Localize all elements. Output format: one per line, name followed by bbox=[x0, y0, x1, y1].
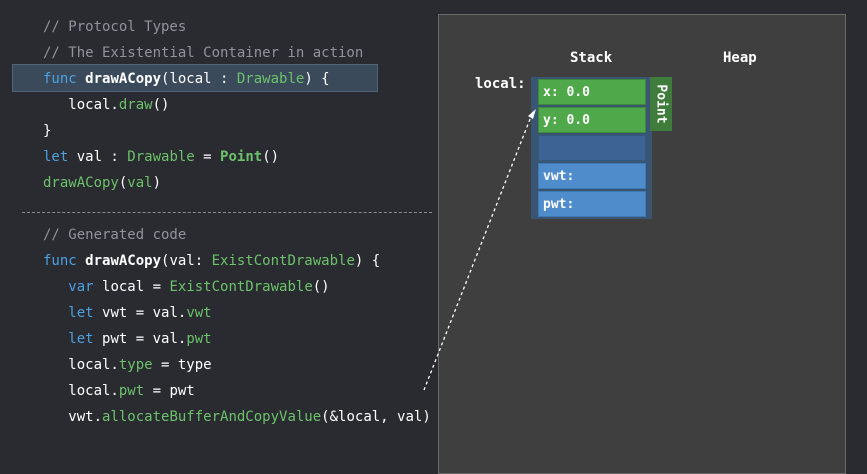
code-token: ExistContDrawable bbox=[211, 253, 355, 269]
code-token: = type bbox=[152, 357, 212, 373]
code-token: ( bbox=[118, 175, 128, 191]
code-line: func drawACopy(val: ExistContDrawable) { bbox=[43, 248, 380, 274]
code-line: local.type = type bbox=[43, 352, 212, 378]
x-cell: x: 0.0 bbox=[538, 79, 646, 105]
code-line: let val : Drawable = Point() bbox=[43, 144, 279, 170]
code-line: let pwt = val.pwt bbox=[43, 326, 212, 352]
code-token: var bbox=[43, 279, 103, 295]
code-line: func drawACopy(local : Drawable) { bbox=[43, 66, 330, 92]
code-line: drawACopy(val) bbox=[43, 170, 161, 196]
copy-arrow-line bbox=[423, 113, 533, 391]
code-token: local. bbox=[43, 97, 119, 113]
code-token: drawACopy bbox=[85, 71, 162, 87]
code-token: // The Existential Container in action bbox=[43, 45, 364, 61]
code-token: vwt. bbox=[43, 409, 103, 425]
code-token: Drawable bbox=[127, 149, 195, 165]
code-token: ) { bbox=[304, 71, 330, 87]
code-token: val bbox=[127, 175, 153, 191]
code-token: () bbox=[152, 97, 170, 113]
code-token: // Protocol Types bbox=[43, 19, 187, 35]
code-token: val : bbox=[76, 149, 128, 165]
code-token: drawACopy bbox=[85, 253, 162, 269]
code-token: func bbox=[43, 253, 86, 269]
code-token: vwt bbox=[186, 305, 212, 321]
code-token: let bbox=[43, 305, 103, 321]
code-token: func bbox=[43, 71, 86, 87]
code-token: (local : bbox=[161, 71, 237, 87]
code-line: let vwt = val.vwt bbox=[43, 300, 212, 326]
y-cell: y: 0.0 bbox=[538, 107, 646, 133]
code-token: ) bbox=[152, 175, 162, 191]
pwt-cell: pwt: bbox=[538, 191, 646, 217]
code-token: // Generated code bbox=[43, 227, 187, 243]
code-line: // The Existential Container in action bbox=[43, 40, 363, 66]
code-token: () bbox=[312, 279, 330, 295]
code-line: local.pwt = pwt bbox=[43, 378, 195, 404]
code-line: var local = ExistContDrawable() bbox=[43, 274, 330, 300]
heap-label: Heap bbox=[723, 50, 757, 66]
code-token: let bbox=[43, 149, 77, 165]
code-token: Drawable bbox=[236, 71, 305, 87]
copy-arrow-head bbox=[528, 109, 536, 119]
code-token: pwt bbox=[186, 331, 212, 347]
code-token: draw bbox=[118, 97, 153, 113]
vwt-cell: vwt: bbox=[538, 163, 646, 189]
code-token: let bbox=[43, 331, 103, 347]
code-token: ) { bbox=[354, 253, 381, 269]
code-line: // Protocol Types bbox=[43, 14, 186, 40]
code-token: local. bbox=[43, 383, 119, 399]
stack-label: Stack bbox=[570, 50, 613, 66]
code-token: (&local, val) bbox=[321, 409, 431, 425]
point-tag: Point bbox=[650, 77, 672, 131]
code-token: = bbox=[194, 149, 221, 165]
code-token: pwt = val. bbox=[102, 331, 187, 347]
code-token: (val: bbox=[161, 253, 212, 269]
local-label: local: bbox=[475, 76, 526, 92]
code-line: } bbox=[43, 118, 51, 144]
code-line: local.draw() bbox=[43, 92, 169, 118]
code-token: ExistContDrawable bbox=[169, 279, 313, 295]
empty-cell bbox=[538, 135, 646, 161]
code-token: drawACopy bbox=[43, 175, 119, 191]
code-line: // Generated code bbox=[43, 222, 186, 248]
current-line-highlight bbox=[12, 64, 378, 92]
code-token: () bbox=[262, 149, 280, 165]
code-token: type bbox=[118, 357, 153, 373]
code-line: vwt.allocateBufferAndCopyValue(&local, v… bbox=[43, 404, 431, 430]
code-token: } bbox=[43, 123, 52, 139]
code-token: vwt = val. bbox=[102, 305, 187, 321]
section-divider bbox=[22, 212, 432, 213]
code-token: local. bbox=[43, 357, 119, 373]
code-token: Point bbox=[220, 149, 263, 165]
code-token: allocateBufferAndCopyValue bbox=[102, 409, 322, 425]
code-token: pwt bbox=[118, 383, 145, 399]
code-token: local = bbox=[102, 279, 170, 295]
code-token: = pwt bbox=[144, 383, 195, 399]
